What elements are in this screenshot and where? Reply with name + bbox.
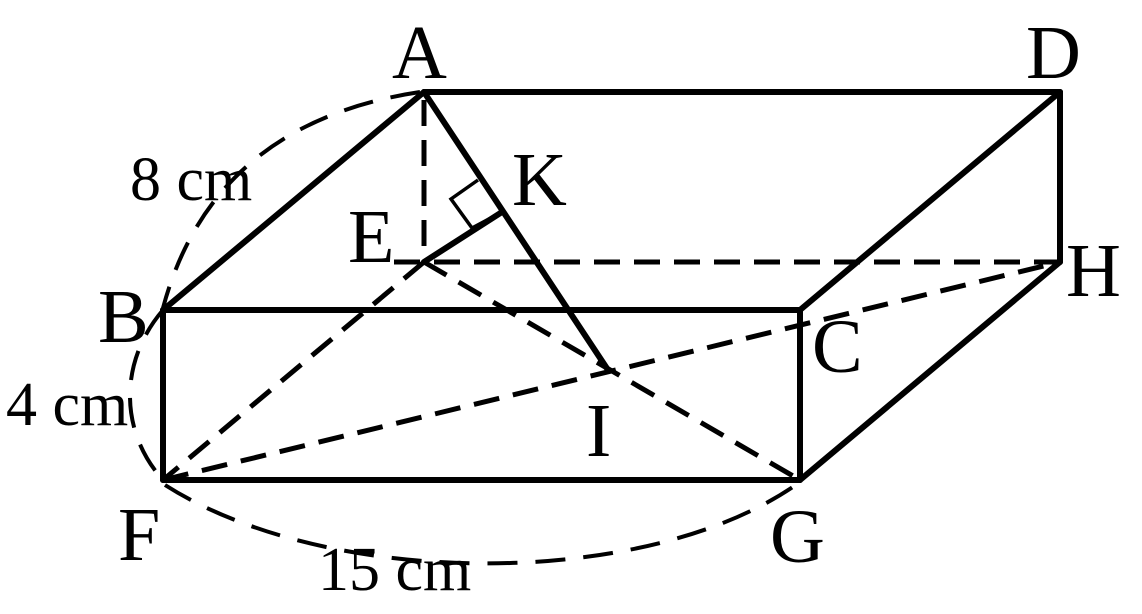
right-angle-mark — [448, 178, 503, 231]
vertex-label-f: F — [118, 493, 160, 577]
dimension-label-ab: 8 cm — [130, 146, 252, 214]
dimension-arc-bf — [128, 308, 165, 482]
diagonal-eg — [422, 259, 802, 483]
edge-dc — [797, 89, 1063, 313]
vertex-label-c: C — [812, 305, 863, 389]
vertex-label-a: A — [392, 11, 447, 95]
dimension-label-bf: 4 cm — [6, 371, 128, 439]
edge-hg — [797, 259, 1063, 483]
vertex-label-d: D — [1026, 11, 1081, 95]
vertex-label-k: K — [512, 138, 567, 222]
segment-ai — [421, 89, 611, 373]
dimension-arc-ab — [161, 90, 421, 309]
vertex-label-i: I — [586, 389, 611, 473]
hidden-edge-ef — [161, 260, 426, 482]
vertex-label-h: H — [1066, 229, 1121, 313]
vertex-label-g: G — [770, 495, 825, 579]
vertex-label-b: B — [98, 275, 149, 359]
edge-ab — [160, 89, 427, 313]
dimension-arc-fg — [163, 480, 802, 566]
dimension-label-fg: 15 cm — [318, 536, 471, 604]
vertex-label-e: E — [348, 195, 394, 279]
